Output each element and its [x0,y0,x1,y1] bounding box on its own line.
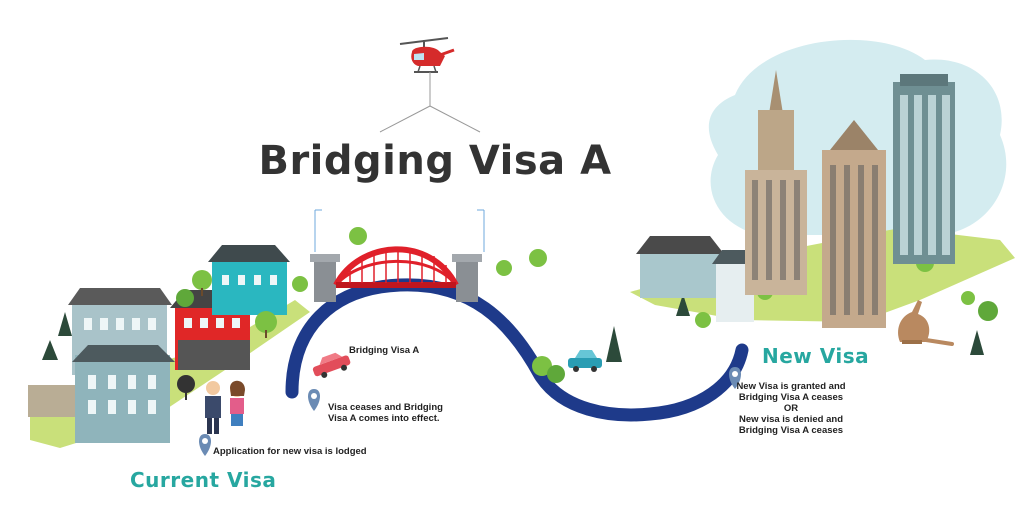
new-visa-label: New Visa [762,344,870,368]
location-pin-icon-3 [729,367,741,389]
red-bridge [310,209,485,302]
visa-ceases-label: Visa ceases and Bridging Visa A comes in… [328,402,443,424]
outcome-line4: Bridging Visa A ceases [738,425,844,436]
page-title: Bridging Visa A [258,138,612,184]
new-visa-city [636,70,955,328]
location-pin-icon [199,434,211,456]
visa-ceases-line1: Visa ceases and Bridging [328,402,443,413]
outcome-line1: New Visa is granted and [736,381,846,392]
outcome-line3: New visa is denied and [738,414,843,425]
bridging-visa-a-label: Bridging Visa A [349,345,420,356]
current-visa-label: Current Visa [130,468,277,492]
application-lodged-label: Application for new visa is lodged [213,446,367,457]
helicopter-icon [379,37,481,133]
left-trees [42,227,547,400]
outcome-or: OR [783,403,799,414]
outcome-label: New Visa is granted and Bridging Visa A … [732,381,850,436]
outcome-line2: Bridging Visa A ceases [738,392,844,403]
couple-figures [205,380,245,434]
car-icon-2 [568,350,602,372]
visa-ceases-line2: Visa A comes into effect. [328,413,440,424]
car-icon [312,352,351,378]
location-pin-icon-2 [308,389,320,411]
kangaroo-icon [898,300,954,346]
